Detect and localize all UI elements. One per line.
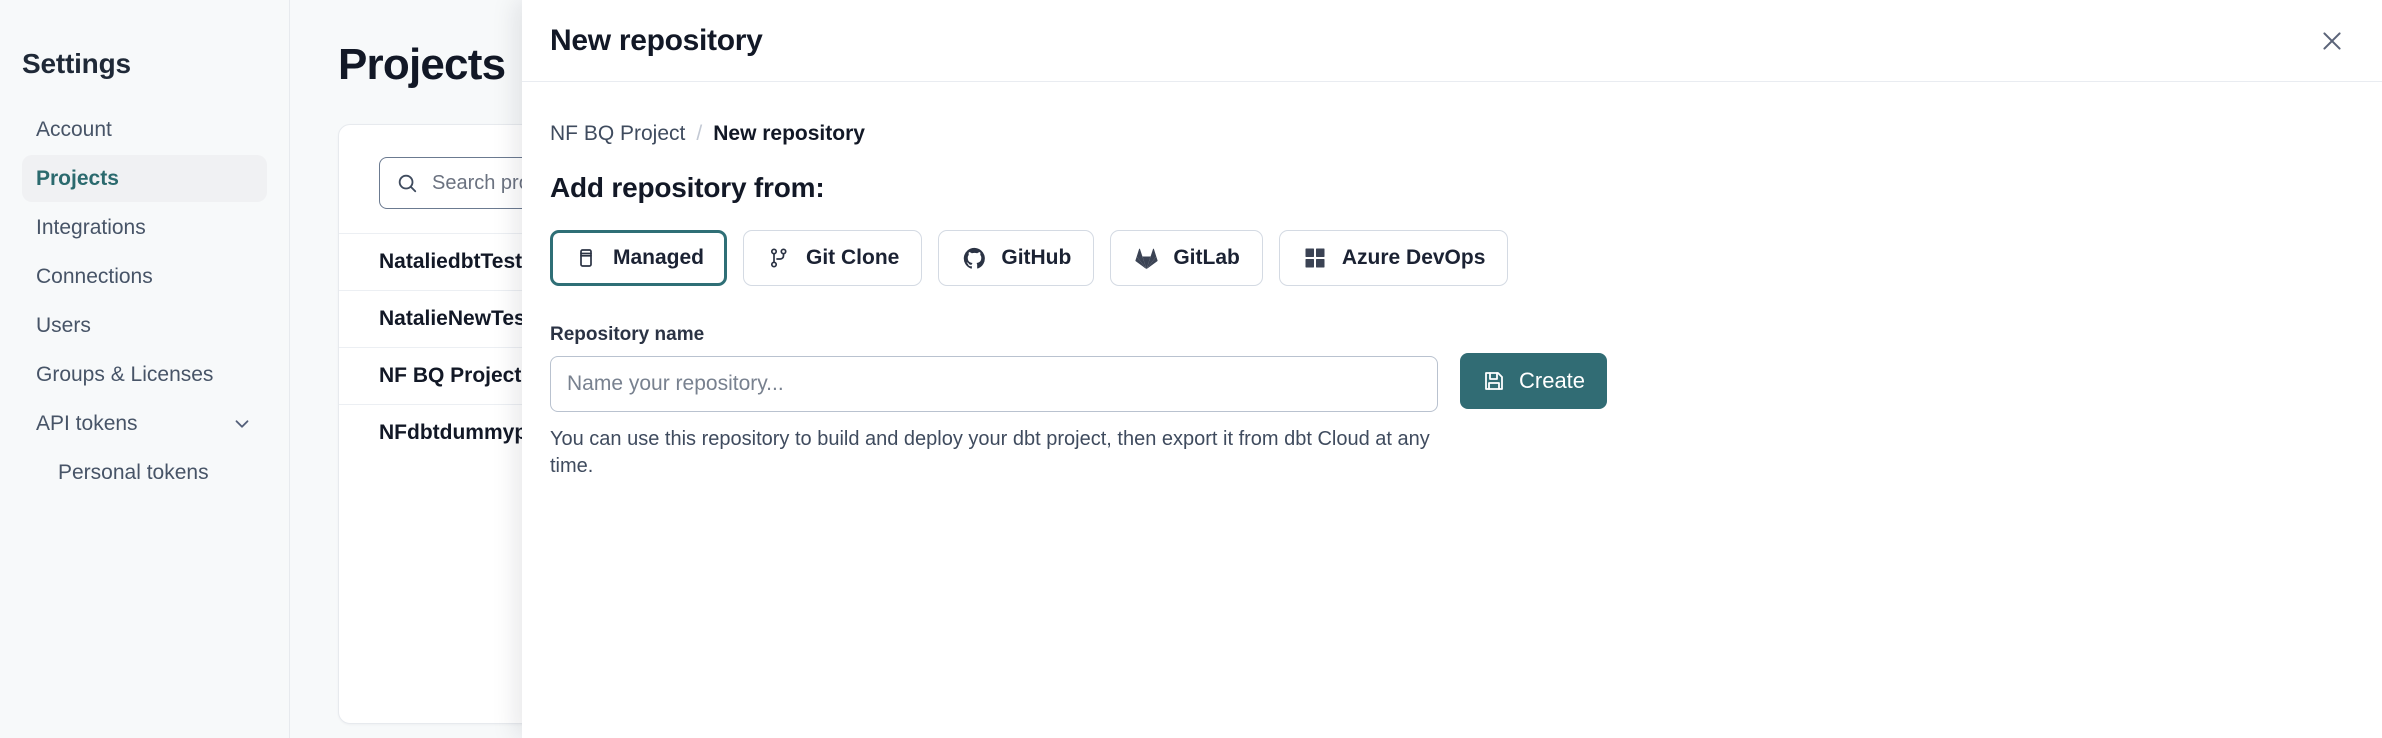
source-button-label: Azure DevOps [1341,246,1486,269]
repository-name-row: Repository name You can use this reposit… [550,324,2354,480]
sidebar-item-users[interactable]: Users [22,302,267,349]
sidebar-item-projects[interactable]: Projects [22,155,267,202]
source-button-label: GitLab [1173,246,1240,269]
source-button-label: GitHub [1001,246,1072,269]
project-name: NatalieNewTest [379,307,533,330]
source-button-github[interactable]: GitHub [938,230,1095,286]
sidebar-item-connections[interactable]: Connections [22,253,267,300]
project-name: NF BQ Project [379,364,522,387]
sidebar-item-account[interactable]: Account [22,106,267,153]
breadcrumb-separator: / [696,122,703,145]
database-icon [573,245,599,271]
source-button-managed[interactable]: Managed [550,230,728,286]
source-button-gitlab[interactable]: GitLab [1110,230,1263,286]
sidebar-item-api-tokens[interactable]: API tokens [22,400,267,447]
gitlab-icon [1133,245,1159,271]
sidebar-item-label: API tokens [36,411,138,435]
sidebar-item-integrations[interactable]: Integrations [22,204,267,251]
create-button[interactable]: Create [1460,353,1608,409]
repository-name-input[interactable] [550,356,1438,412]
source-button-azure-devops[interactable]: Azure DevOps [1278,230,1509,286]
sidebar-item-label: Integrations [36,215,146,239]
sidebar-item-personal-tokens[interactable]: Personal tokens [22,449,267,496]
repository-help-text: You can use this repository to build and… [550,428,1430,477]
panel-body: NF BQ Project / New repository Add repos… [522,82,2382,738]
section-heading: Add repository from: [550,172,825,203]
new-repository-panel: New repository NF BQ Project / New repos… [522,0,2382,738]
git-branch-icon [766,245,792,271]
sidebar-item-label: Projects [36,166,119,190]
github-icon [961,245,987,271]
repository-name-field: Repository name You can use this reposit… [550,324,1438,480]
sidebar-item-label: Connections [36,264,153,288]
sidebar-item-label: Personal tokens [58,460,209,484]
sidebar-item-label: Users [36,313,91,337]
search-icon [396,172,418,194]
repository-name-label: Repository name [550,324,705,345]
source-button-git-clone[interactable]: Git Clone [743,230,923,286]
sidebar-item-label: Groups & Licenses [36,362,214,386]
azure-devops-icon [1302,245,1328,271]
panel-title: New repository [550,23,763,57]
panel-header: New repository [522,0,2382,82]
source-button-label: Managed [613,246,705,269]
save-icon [1482,369,1506,393]
breadcrumb-parent[interactable]: NF BQ Project [550,122,686,145]
sidebar-item-label: Account [36,117,112,141]
close-icon[interactable] [2310,19,2354,63]
create-button-label: Create [1519,368,1586,393]
breadcrumb-current: New repository [713,122,865,145]
breadcrumb: NF BQ Project / New repository [550,122,2354,146]
source-button-label: Git Clone [806,246,900,269]
sidebar-item-groups[interactable]: Groups & Licenses [22,351,267,398]
page-title: Projects [338,40,506,89]
repository-source-selector: Managed Git Clone GitHub GitLab Azure DevOps [550,230,2354,286]
chevron-down-icon[interactable] [231,413,253,435]
sidebar-title: Settings [22,48,131,79]
